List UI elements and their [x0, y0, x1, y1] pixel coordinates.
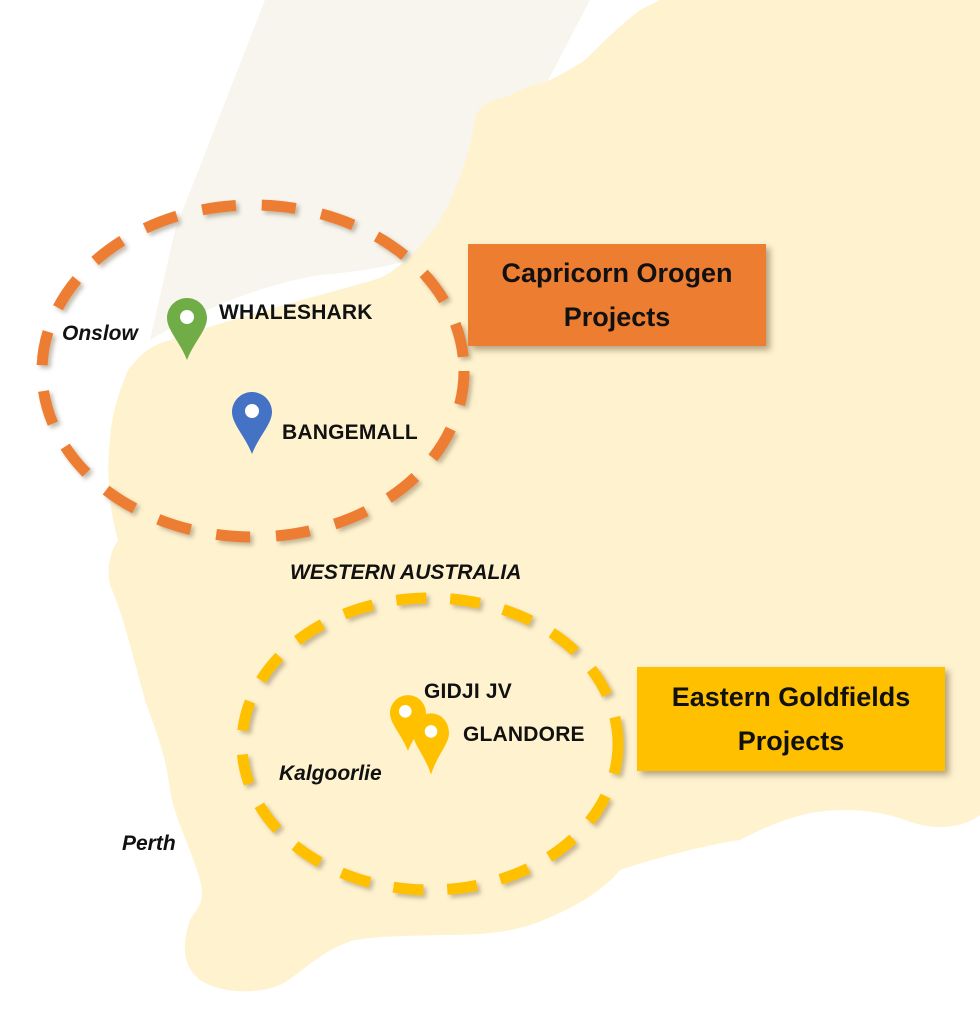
- capricorn-box-line1: Capricorn Orogen: [501, 258, 733, 288]
- capricorn-orogen-projects-box: Capricorn Orogen Projects: [468, 244, 766, 346]
- capricorn-region-circle: [36, 199, 470, 543]
- gidji-jv-label: GIDJI JV: [424, 680, 512, 703]
- map-pin-glandore-icon[interactable]: [413, 713, 449, 775]
- faded-land-area: [150, 0, 590, 340]
- whaleshark-label: WHALESHARK: [219, 301, 373, 324]
- bangemall-label: BANGEMALL: [282, 421, 418, 444]
- eastern-goldfields-projects-box: Eastern Goldfields Projects: [637, 667, 945, 771]
- western-australia-label: WESTERN AUSTRALIA: [290, 561, 522, 584]
- map-pin-gidji-icon[interactable]: [390, 695, 426, 751]
- perth-label: Perth: [122, 832, 176, 855]
- goldfields-region-circle: [236, 592, 624, 896]
- map-pin-blue-icon[interactable]: [232, 392, 272, 454]
- kalgoorlie-label: Kalgoorlie: [279, 762, 382, 785]
- map-pin-green-icon[interactable]: [167, 298, 207, 360]
- onslow-label: Onslow: [62, 322, 138, 345]
- goldfields-box-line1: Eastern Goldfields: [671, 682, 911, 712]
- goldfields-box-line2: Projects: [737, 726, 845, 756]
- capricorn-box-line2: Projects: [563, 302, 671, 332]
- glandore-label: GLANDORE: [463, 723, 585, 746]
